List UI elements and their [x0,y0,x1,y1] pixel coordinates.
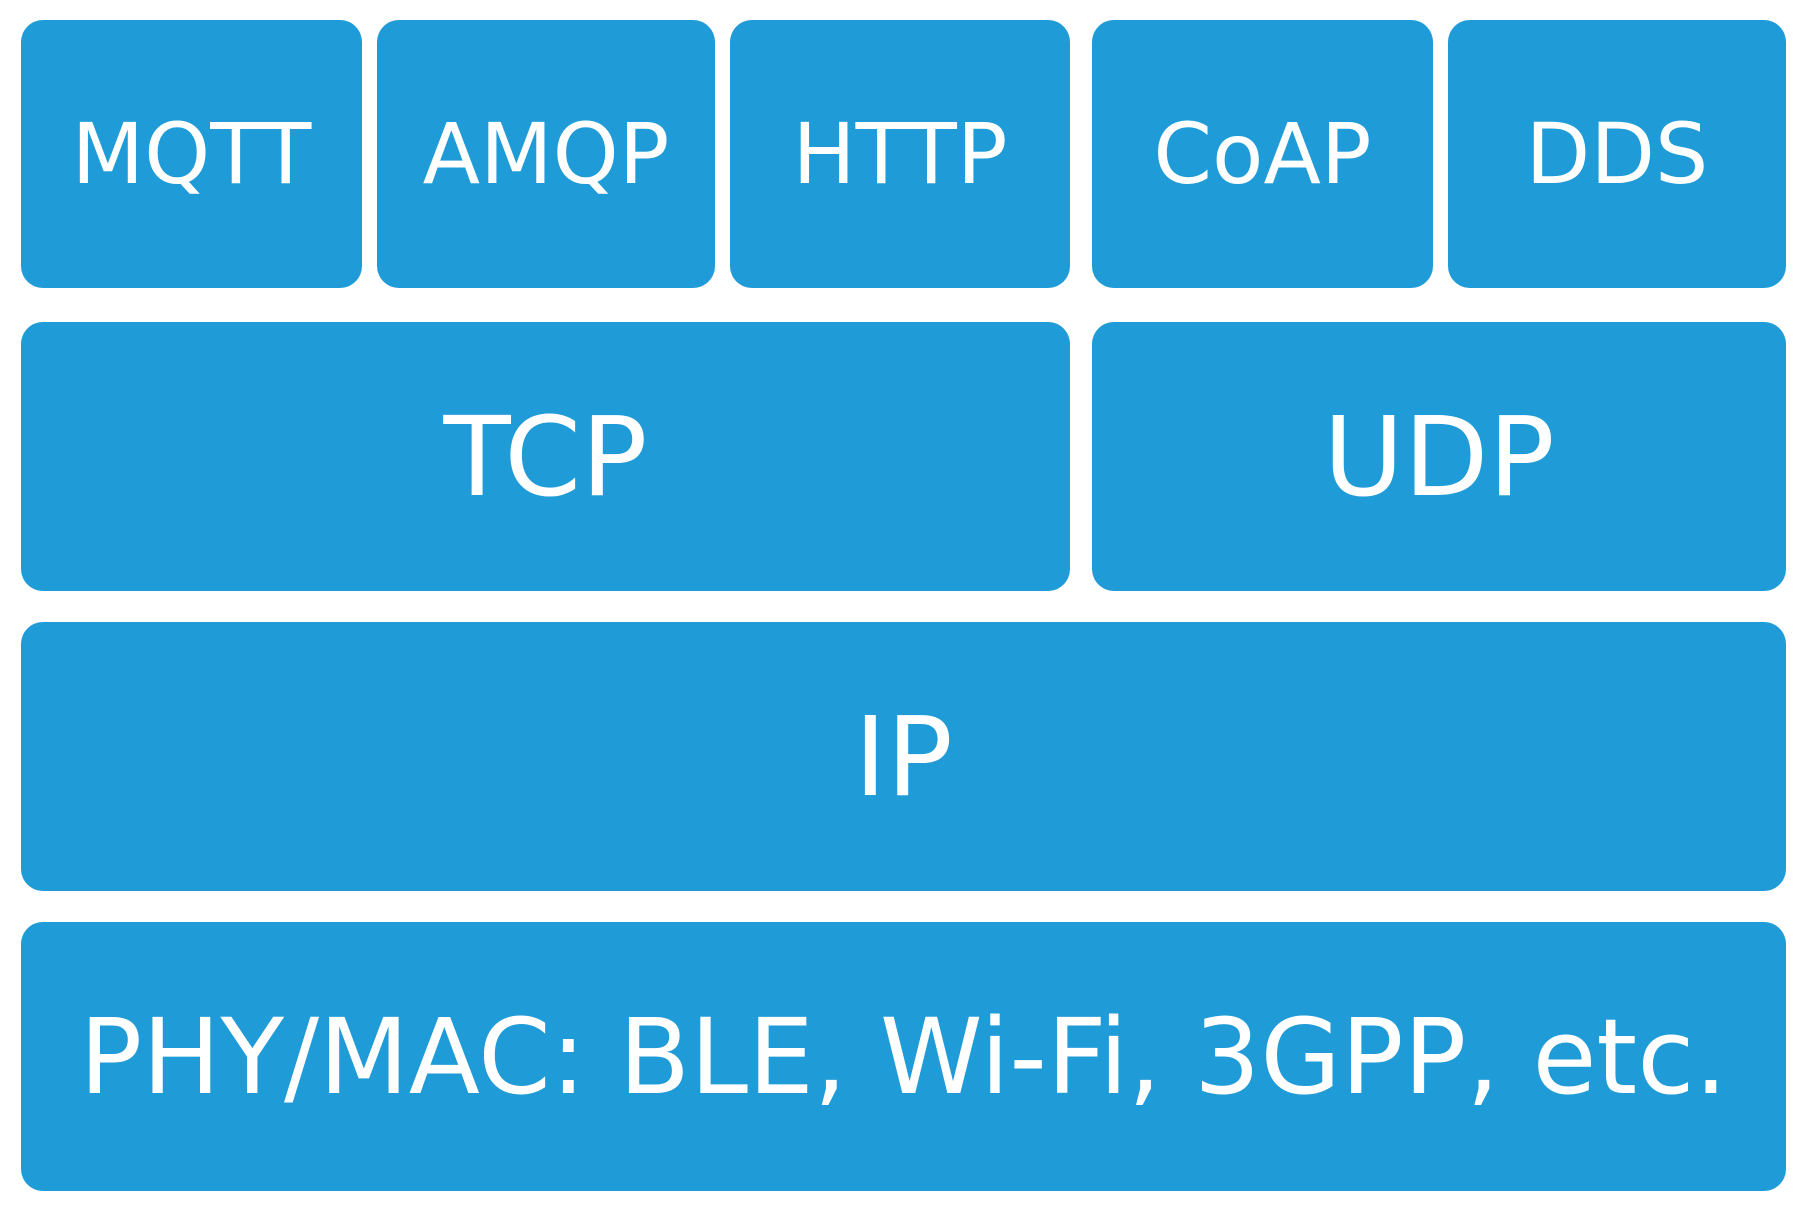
ip-label: IP [854,692,953,821]
mqtt-block: MQTT [21,20,362,288]
phy-mac-label: PHY/MAC: BLE, Wi-Fi, 3GPP, etc. [79,995,1728,1118]
tcp-block: TCP [21,322,1070,591]
udp-block: UDP [1092,322,1786,591]
phy-mac-block: PHY/MAC: BLE, Wi-Fi, 3GPP, etc. [21,922,1786,1191]
mqtt-label: MQTT [71,105,312,203]
amqp-label: AMQP [422,105,670,203]
udp-label: UDP [1323,392,1555,521]
amqp-block: AMQP [377,20,715,288]
http-block: HTTP [730,20,1070,288]
coap-label: CoAP [1153,105,1372,203]
dds-block: DDS [1448,20,1786,288]
tcp-label: TCP [443,392,648,521]
dds-label: DDS [1525,105,1709,203]
coap-block: CoAP [1092,20,1433,288]
http-label: HTTP [792,105,1008,203]
ip-block: IP [21,622,1786,891]
